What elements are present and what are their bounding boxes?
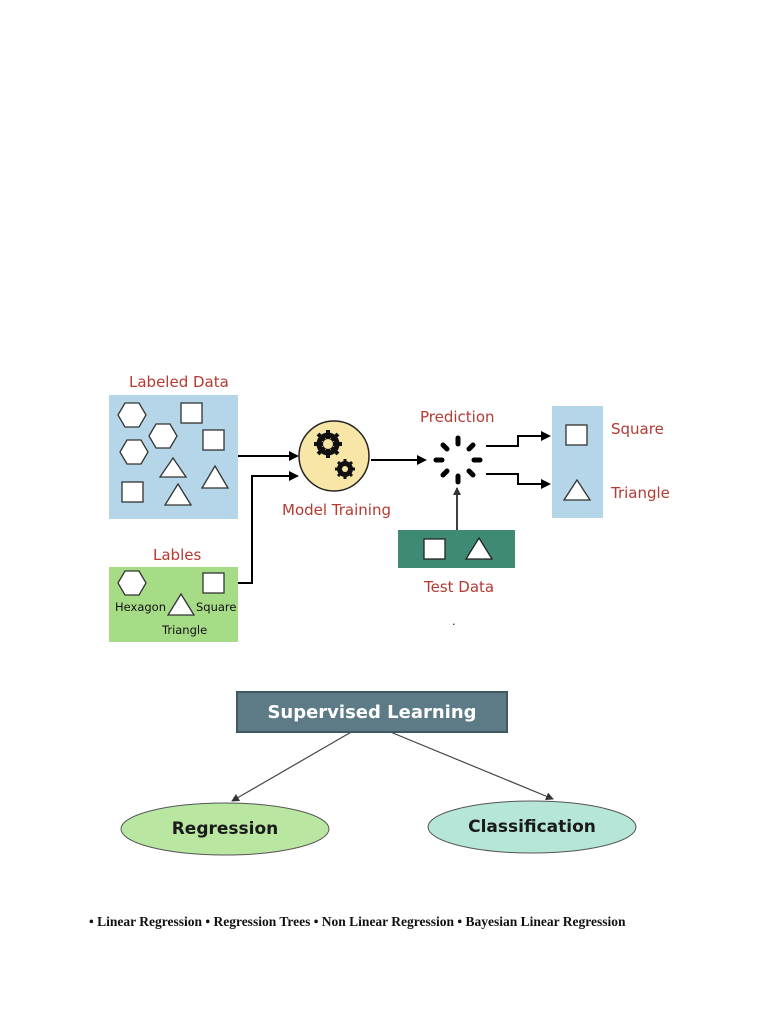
hexagon-shape [117,402,147,428]
prediction-spinner-icon [433,435,483,485]
stray-dot: . [452,613,456,628]
gear-icon [314,430,342,458]
triangle-shape [562,478,592,501]
square-shape [180,402,203,424]
test-data-panel [398,530,515,568]
label-hexagon: Hexagon [115,600,166,614]
triangle-shape [158,456,188,478]
triangle-shape [200,464,230,489]
output-square-label: Square [611,420,664,438]
square-shape [202,572,225,594]
classification-label: Classification [468,817,596,837]
square-shape [121,481,144,503]
labels-title: Lables [153,546,202,564]
triangle-shape [166,592,196,616]
hexagon-shape [119,439,149,465]
regression-label: Regression [171,819,279,839]
label-square: Square [196,600,237,614]
model-training-circle [298,420,370,492]
hexagon-shape [148,423,178,449]
output-triangle-label: Triangle [611,484,670,502]
regression-bullets: • Linear Regression • Regression Trees •… [89,914,626,929]
model-training-label: Model Training [282,501,391,519]
triangle-shape [163,482,193,506]
test-data-label: Test Data [424,578,495,596]
supervised-learning-box: Supervised Learning [236,691,508,733]
regression-ellipse [120,802,330,856]
label-triangle: Triangle [162,623,208,637]
triangle-shape [464,536,494,560]
square-shape [565,424,588,446]
classification-ellipse [427,800,637,854]
prediction-label: Prediction [420,408,495,426]
square-shape [202,429,225,451]
square-shape [423,538,446,560]
hexagon-shape [117,570,147,596]
gear-icon [335,459,355,479]
labeled-data-title: Labeled Data [129,373,229,391]
